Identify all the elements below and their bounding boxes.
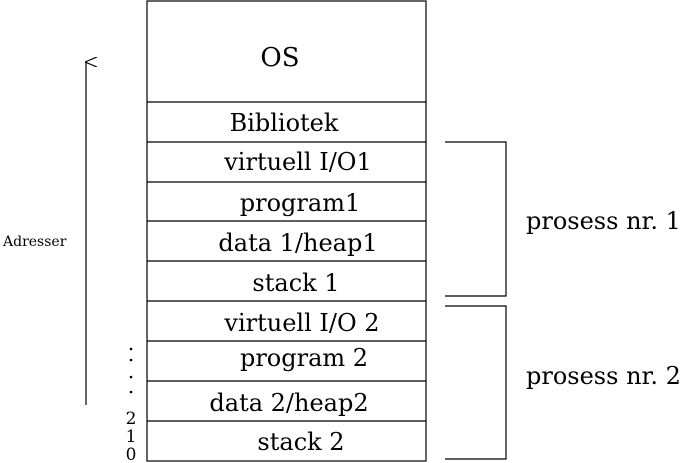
- address-1: 1: [126, 427, 137, 447]
- segment-program1: program1: [240, 189, 360, 217]
- segment-stack1: stack 1: [252, 269, 339, 297]
- segment-stack2: stack 2: [257, 428, 344, 456]
- segment-program2: program 2: [240, 344, 368, 372]
- segment-virtuell-io2: virtuell I/O 2: [223, 309, 379, 337]
- segment-bibliotek: Bibliotek: [230, 109, 339, 137]
- segment-os: OS: [260, 43, 299, 73]
- address-ellipsis: [129, 347, 133, 394]
- process1-bracket: [445, 141, 507, 297]
- address-0: 0: [126, 445, 137, 463]
- memory-column: [146, 0, 427, 462]
- address-2: 2: [126, 409, 137, 429]
- segment-virtuell-io1: virtuell I/O1: [223, 148, 372, 176]
- segment-data2-heap2: data 2/heap2: [209, 389, 368, 417]
- process2-label: prosess nr. 2: [526, 362, 681, 390]
- process2-bracket: [445, 305, 507, 460]
- process1-label: prosess nr. 1: [526, 207, 681, 235]
- address-axis-label: Adresser: [2, 234, 67, 250]
- segment-data1-heap1: data 1/heap1: [218, 229, 377, 257]
